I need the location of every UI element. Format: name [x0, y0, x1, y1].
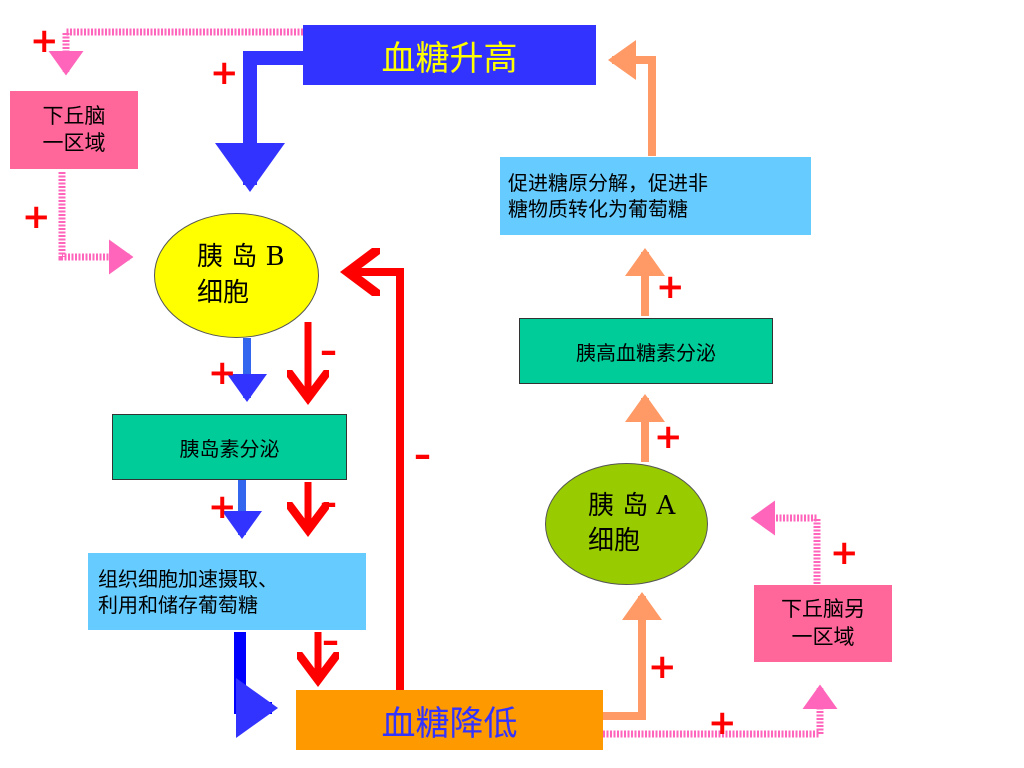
plus-sign: + [648, 647, 677, 687]
minus-sign: – [320, 483, 337, 523]
b-cell-label: 胰 岛 B 细胞 [197, 242, 285, 308]
arrow-low-to-acell [603, 592, 662, 720]
insulin-secretion-box: 胰岛素分泌 [112, 414, 347, 480]
breakdown-box: 促进糖原分解，促进非 糖物质转化为葡萄糖 [500, 157, 811, 235]
arrow-low-to-hypothalamus2 [603, 684, 838, 738]
arrow-hypothalamus2-to-acell [750, 500, 821, 584]
hypothalamus-1-box: 下丘脑 一区域 [10, 91, 138, 169]
a-cell: 胰 岛 A 细胞 [545, 463, 708, 585]
b-cell: 胰 岛 B 细胞 [154, 213, 319, 338]
arrow-low-to-bcell [348, 272, 404, 690]
plus-sign: + [22, 197, 51, 237]
hypothalamus-2-box: 下丘脑另 一区域 [754, 585, 892, 662]
glucose-high-label: 血糖升高 [381, 38, 518, 79]
hypothalamus-1-label: 下丘脑 一区域 [42, 103, 106, 155]
minus-sign: – [414, 435, 431, 475]
plus-sign: + [208, 487, 237, 527]
minus-sign: – [322, 621, 339, 661]
plus-sign: + [830, 533, 859, 573]
plus-sign: + [30, 21, 59, 61]
a-cell-label: 胰 岛 A 细胞 [588, 490, 676, 556]
uptake-box: 组织细胞加速摄取、 利用和储存葡萄糖 [88, 553, 366, 630]
glucagon-secretion-box: 胰高血糖素分泌 [519, 318, 773, 384]
glucagon-secretion-label: 胰高血糖素分泌 [576, 340, 716, 365]
breakdown-label: 促进糖原分解，促进非 糖物质转化为葡萄糖 [508, 171, 708, 221]
arrow-uptake-to-low [234, 632, 278, 738]
plus-sign: + [654, 417, 683, 457]
plus-sign: + [656, 267, 685, 307]
insulin-secretion-label: 胰岛素分泌 [179, 436, 280, 461]
glucose-low-box: 血糖降低 [296, 690, 603, 750]
arrow-high-to-bcell [215, 51, 303, 192]
plus-sign: + [708, 703, 737, 743]
arrow-hypothalamus1-to-bcell [58, 172, 134, 275]
arrow-breakdown-to-high [608, 40, 656, 156]
hypothalamus-2-label: 下丘脑另 一区域 [781, 597, 865, 649]
glucose-low-label: 血糖降低 [381, 703, 518, 744]
glucose-high-box: 血糖升高 [303, 25, 596, 85]
uptake-label: 组织细胞加速摄取、 利用和储存葡萄糖 [98, 566, 278, 617]
plus-sign: + [208, 353, 237, 393]
arrow-high-to-hypothalamus1 [48, 28, 303, 76]
minus-sign: – [320, 331, 337, 371]
plus-sign: + [210, 53, 239, 93]
